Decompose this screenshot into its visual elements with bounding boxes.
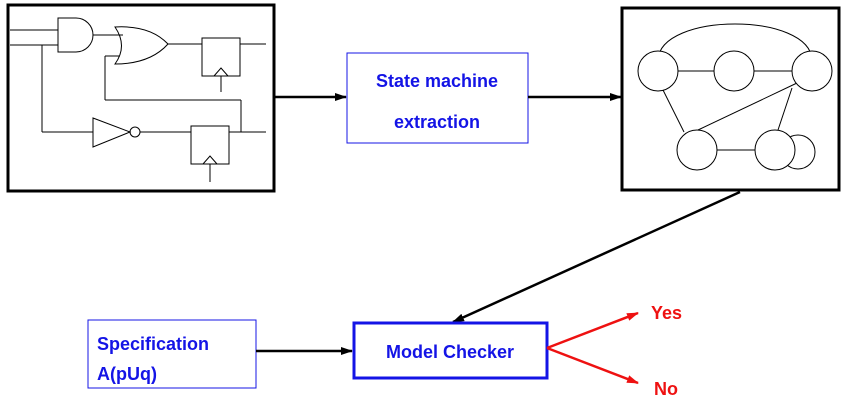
- output-yes-label: Yes: [651, 303, 682, 323]
- not-gate: [92, 117, 132, 148]
- specification-box: Specification A(pUq): [87, 319, 257, 389]
- state-graph: [637, 23, 833, 171]
- circuit-panel: [6, 3, 276, 193]
- arrow-yes: [546, 311, 639, 350]
- specification-label: Specification: [97, 334, 209, 354]
- state-node: [676, 129, 718, 171]
- state-node: [791, 50, 833, 92]
- state-node: [754, 129, 796, 171]
- circuit-schematic: [10, 17, 266, 182]
- state-machine-label-line1: State machine: [376, 71, 498, 91]
- state-machine-label-line2: extraction: [394, 112, 480, 132]
- arrow-graph-to-model-checker: [452, 190, 741, 324]
- state-node: [713, 50, 755, 92]
- state-node: [637, 50, 679, 92]
- state-graph-panel: [620, 6, 841, 192]
- specification-formula: A(pUq): [97, 364, 157, 384]
- model-checker-box: Model Checker: [352, 321, 549, 380]
- or-gate: [114, 26, 169, 65]
- and-gate: [57, 17, 94, 53]
- state-machine-extraction-box: State machine extraction: [346, 52, 529, 144]
- model-checker-label: Model Checker: [386, 342, 514, 362]
- output-no-label: No: [654, 379, 678, 398]
- arrow-no: [546, 346, 639, 385]
